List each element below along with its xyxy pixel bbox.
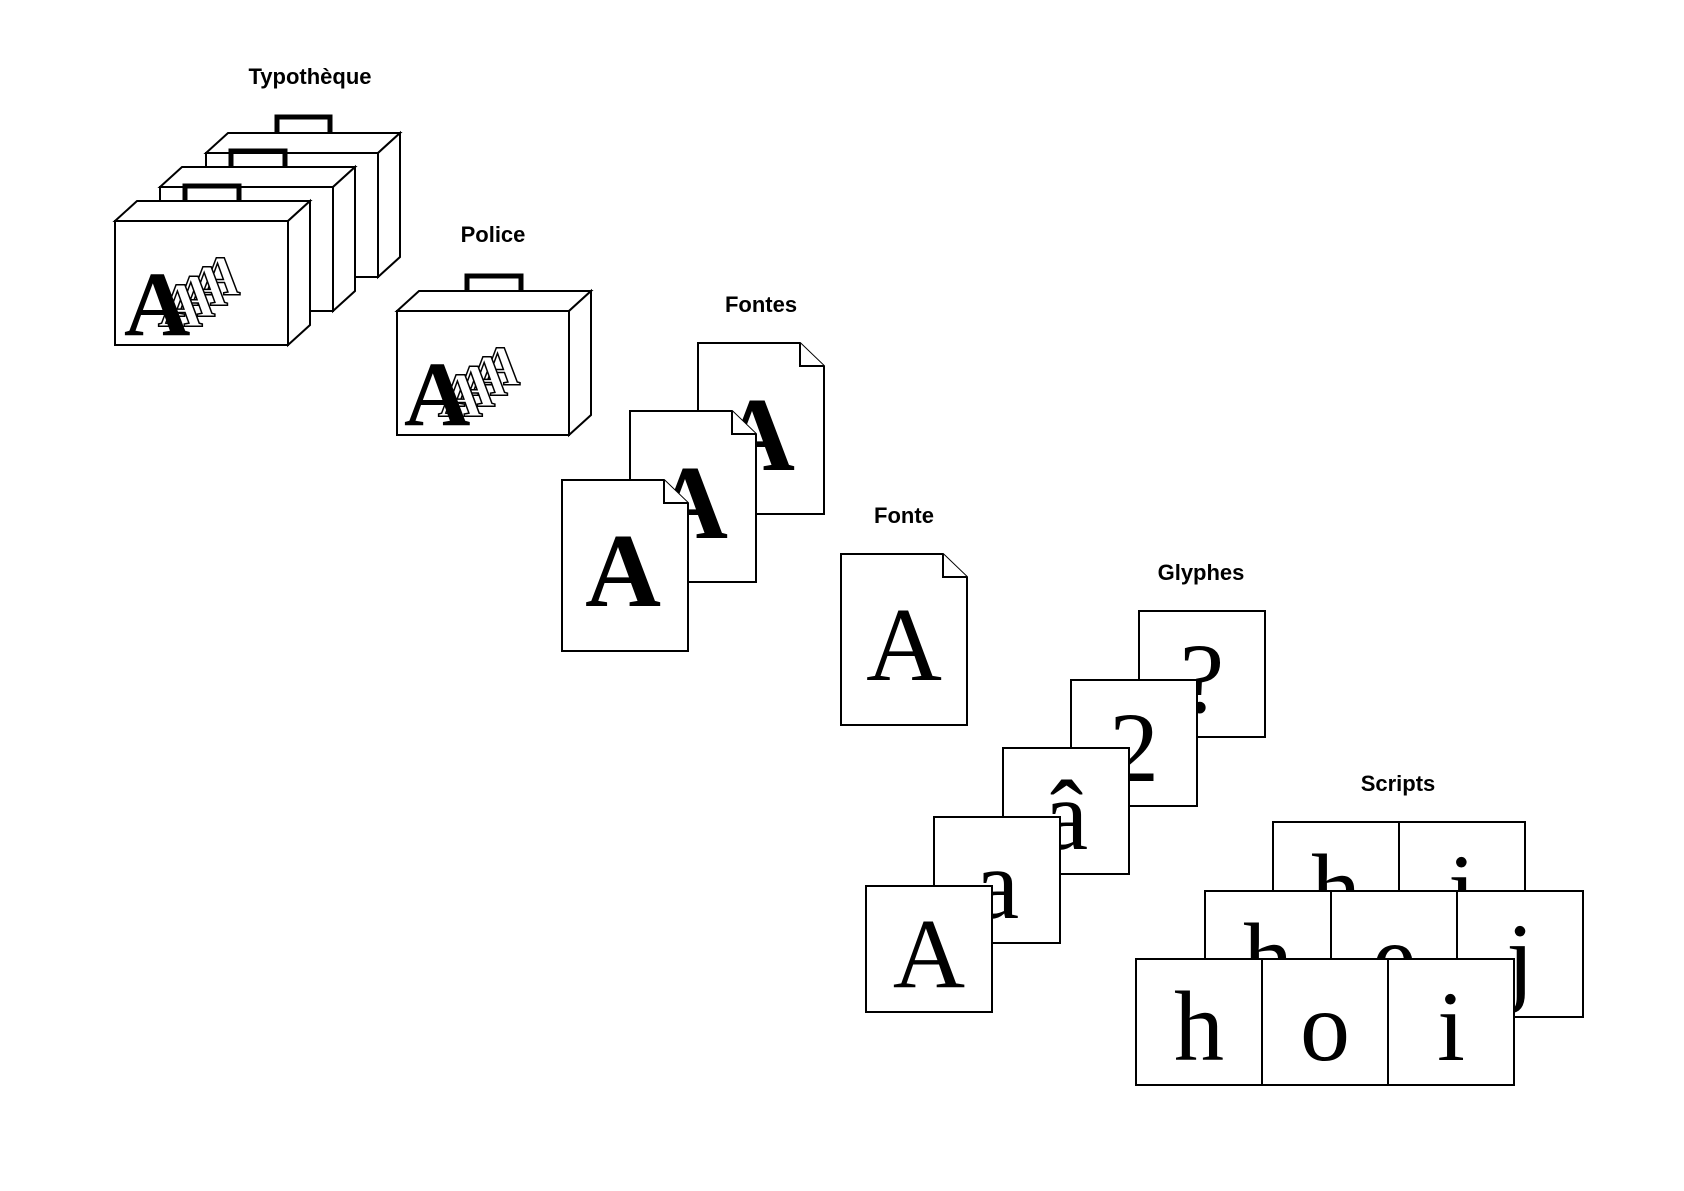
glyph-letter: A (893, 898, 965, 1009)
script-row-front: h o i (1135, 958, 1515, 1086)
glyph-card: a (933, 816, 1061, 944)
ghost-letter: A (158, 272, 203, 340)
typotheque-icon: A A A A A (112, 114, 403, 355)
document-letter: A (585, 512, 661, 629)
ghost-letter: A (200, 246, 241, 308)
suitcase-front: A A A A A (112, 183, 313, 355)
fontes-documents-icon: A A A (561, 342, 825, 652)
glyph-card: A (865, 885, 993, 1013)
document-letter: A (866, 586, 942, 703)
ghost-letter: A (452, 353, 495, 419)
label-fontes: Fontes (725, 292, 797, 317)
ghost-letter: A (438, 362, 483, 430)
label-fonte: Fonte (874, 503, 934, 528)
label-typotheque: Typothèque (248, 64, 371, 89)
label-glyphes: Glyphes (1158, 560, 1245, 585)
police-suitcase-icon: A A A A A (394, 273, 594, 445)
script-letter: h (1174, 971, 1224, 1082)
ghost-letter: A (172, 263, 215, 329)
ghost-letter: A (186, 253, 228, 318)
document-front: A (561, 479, 689, 652)
ghost-letter: A (466, 343, 508, 408)
label-scripts: Scripts (1361, 771, 1436, 796)
main-letter: A (404, 343, 470, 445)
fonte-document-icon: A (840, 553, 968, 726)
main-letter: A (124, 253, 190, 355)
ghost-letter: A (480, 336, 521, 398)
label-police: Police (461, 222, 526, 247)
script-letter: i (1437, 971, 1465, 1082)
scripts-cards-icon: h i h e j h o i (1135, 821, 1584, 1086)
glyphes-cards-icon: ? 2 â a A (865, 610, 1266, 1013)
script-letter: o (1300, 971, 1350, 1082)
